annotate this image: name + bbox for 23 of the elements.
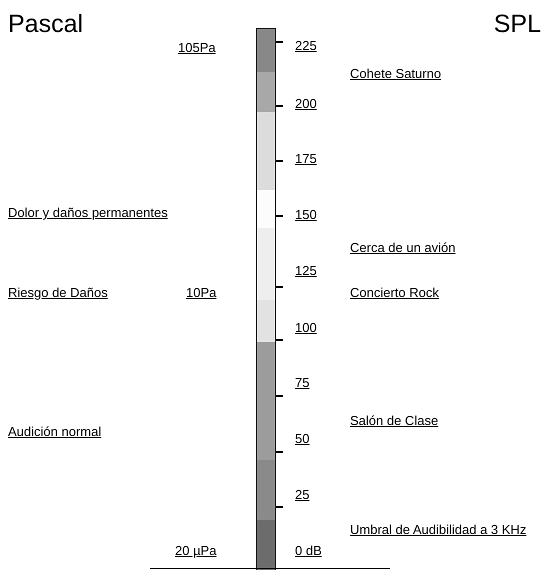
scale-label: 125	[295, 263, 317, 280]
scale-label: 75	[295, 375, 310, 392]
scale-label: 25	[295, 487, 310, 504]
scale-label: 105Pa	[178, 40, 216, 56]
scale-label: 200	[295, 96, 317, 112]
scale-label: Cerca de un avión	[350, 240, 456, 256]
scale-label: 150	[295, 207, 317, 224]
scale-label: Riesgo de Daños	[8, 285, 108, 302]
scale-label: 10Pa	[186, 285, 216, 302]
scale-label: 175	[295, 151, 317, 168]
scale-label: 20 µPa	[175, 543, 216, 560]
scale-label: Dolor y daños permanentes	[8, 205, 168, 222]
scale-label: Cohete Saturno	[350, 66, 442, 82]
scale-label: Salón de Clase	[350, 413, 438, 430]
scale-heading: SPL	[494, 12, 541, 37]
scale-label: Concierto Rock	[350, 285, 439, 302]
scale-label: Audición normal	[8, 424, 102, 440]
scale-label: 0 dB	[295, 543, 322, 560]
scale-label: Umbral de Audibilidad a 3 KHz	[350, 522, 528, 538]
scale-heading: Pascal	[8, 12, 84, 37]
scale-label: 50	[295, 431, 310, 448]
scale-label: 100	[295, 320, 317, 336]
scale-label: 225	[295, 38, 317, 54]
